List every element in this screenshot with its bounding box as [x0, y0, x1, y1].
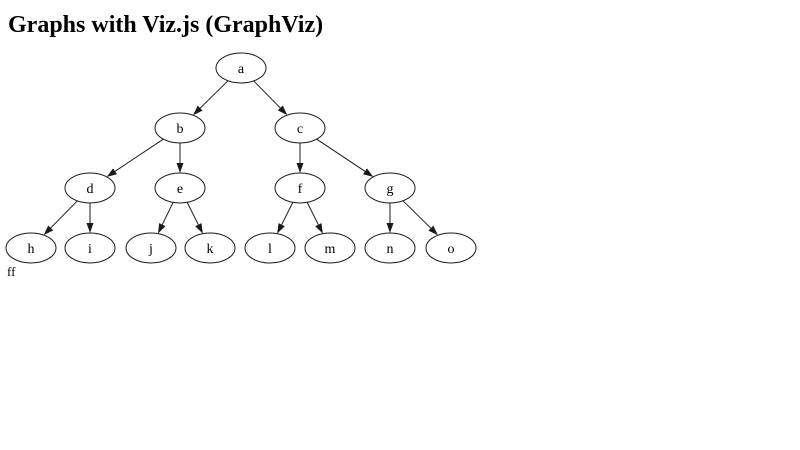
footer-text: ff [7, 264, 16, 279]
graph-node-label-o: o [448, 242, 455, 257]
arrowhead-icon [315, 223, 323, 234]
arrowhead-icon [193, 105, 203, 116]
graph-edge-d-i [86, 203, 94, 233]
arrowhead-icon [106, 168, 117, 177]
graph-node-c: c [274, 112, 326, 144]
graph-edge-e-k [186, 202, 203, 234]
graph-node-e: e [154, 172, 206, 204]
arrowhead-icon [363, 168, 374, 177]
graph-node-j: j [125, 232, 177, 264]
arrowhead-icon [176, 163, 184, 173]
graph-edge-c-g [316, 138, 374, 177]
graph-node-label-e: e [177, 182, 183, 197]
arrowhead-icon [86, 223, 94, 233]
graph-edge-e-j [157, 202, 174, 234]
graph-edge-c-f [296, 143, 304, 173]
graph-edge-a-b [193, 80, 229, 116]
graph-node-h: h [5, 232, 57, 264]
graph-node-o: o [425, 232, 477, 264]
arrowhead-icon [43, 225, 54, 236]
arrowhead-icon [428, 225, 438, 236]
graph-node-i: i [64, 232, 116, 264]
graph-node-label-l: l [268, 242, 272, 257]
arrowhead-icon [195, 223, 203, 234]
graph-node-d: d [64, 172, 116, 204]
graph-node-label-i: i [88, 242, 92, 257]
graph-node-b: b [154, 112, 206, 144]
graph-node-label-j: j [148, 242, 153, 257]
graph-node-label-n: n [387, 242, 394, 257]
arrowhead-icon [157, 223, 166, 234]
graph-edge-f-l [277, 202, 294, 234]
graph-node-g: g [364, 172, 416, 204]
graph-node-label-h: h [28, 242, 35, 257]
graph-node-l: l [244, 232, 296, 264]
graph-node-label-c: c [297, 122, 303, 137]
arrowhead-icon [277, 223, 285, 234]
graph-node-label-k: k [207, 242, 214, 257]
graph-edge-a-c [253, 80, 288, 116]
graph-node-m: m [304, 232, 356, 264]
graph-node-k: k [184, 232, 236, 264]
graph-node-label-d: d [87, 182, 94, 197]
graph-edge-g-o [402, 200, 438, 236]
graph-node-n: n [364, 232, 416, 264]
graph-node-label-f: f [298, 182, 303, 197]
arrowhead-icon [296, 163, 304, 173]
graph-edge-b-d [106, 138, 164, 177]
page-title: Graphs with Viz.js (GraphViz) [8, 12, 324, 38]
graph-edge-f-m [306, 202, 323, 234]
graph-node-label-b: b [177, 122, 184, 137]
graph-node-label-g: g [387, 182, 394, 197]
graph-node-label-m: m [325, 242, 336, 257]
graph-edge-b-e [176, 143, 184, 173]
graph-edge-g-n [386, 203, 394, 233]
graph-node-f: f [274, 172, 326, 204]
arrowhead-icon [277, 105, 288, 116]
graph-node-label-a: a [238, 62, 245, 77]
graph-edge-d-h [43, 200, 78, 236]
arrowhead-icon [386, 223, 394, 233]
graph-node-a: a [215, 52, 267, 84]
